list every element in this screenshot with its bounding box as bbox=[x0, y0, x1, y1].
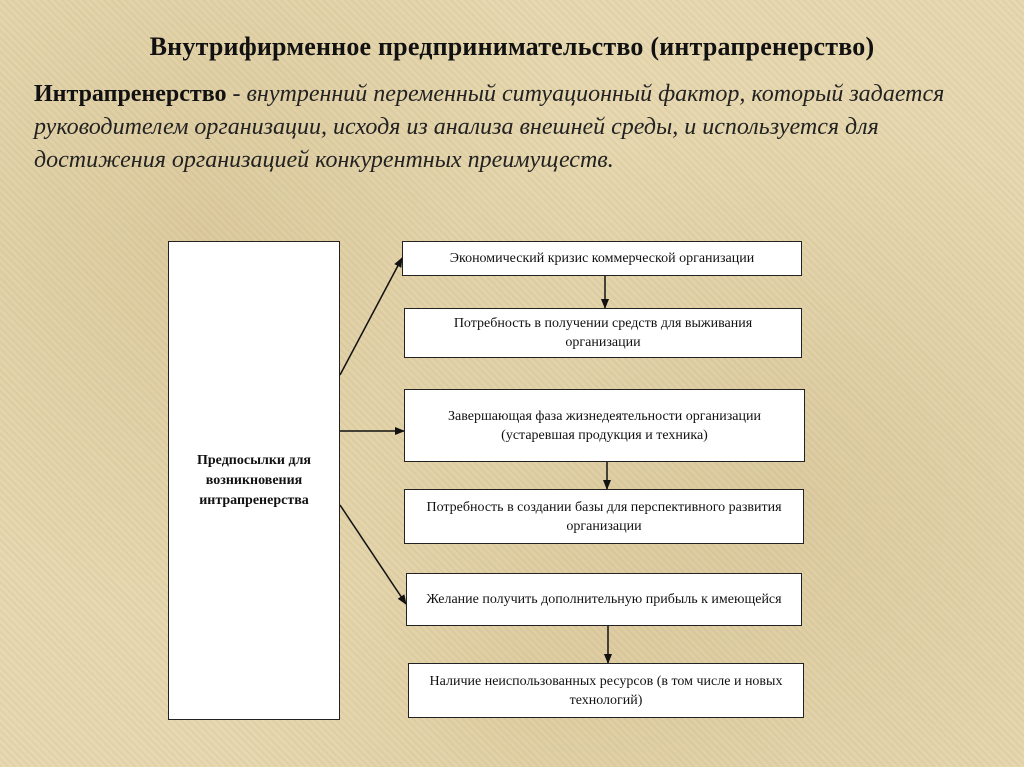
arrow-main-to-box1 bbox=[339, 257, 403, 376]
arrow-main-to-box5 bbox=[339, 504, 407, 605]
definition-term: Интрапренерство bbox=[34, 81, 227, 107]
development-base-box: Потребность в создании базы для перспект… bbox=[404, 489, 804, 544]
survival-funds-box: Потребность в получении средств для выжи… bbox=[404, 308, 802, 358]
definition-text: внутренний переменный ситуационный факто… bbox=[34, 81, 945, 173]
prerequisites-box: Предпосылки для возникновения интрапрене… bbox=[168, 241, 340, 720]
unused-resources-box: Наличие неиспользованных ресурсов (в том… bbox=[408, 663, 804, 718]
definition-paragraph: Интрапренерство - внутренний переменный … bbox=[34, 78, 984, 177]
final-lifecycle-phase-box: Завершающая фаза жизнедеятельности орган… bbox=[404, 389, 805, 462]
economic-crisis-box: Экономический кризис коммерческой органи… bbox=[402, 241, 802, 276]
additional-profit-box: Желание получить дополнительную прибыль … bbox=[406, 573, 802, 626]
page-title: Внутрифирменное предпринимательство (инт… bbox=[149, 32, 875, 61]
definition-dash: - bbox=[226, 81, 247, 107]
